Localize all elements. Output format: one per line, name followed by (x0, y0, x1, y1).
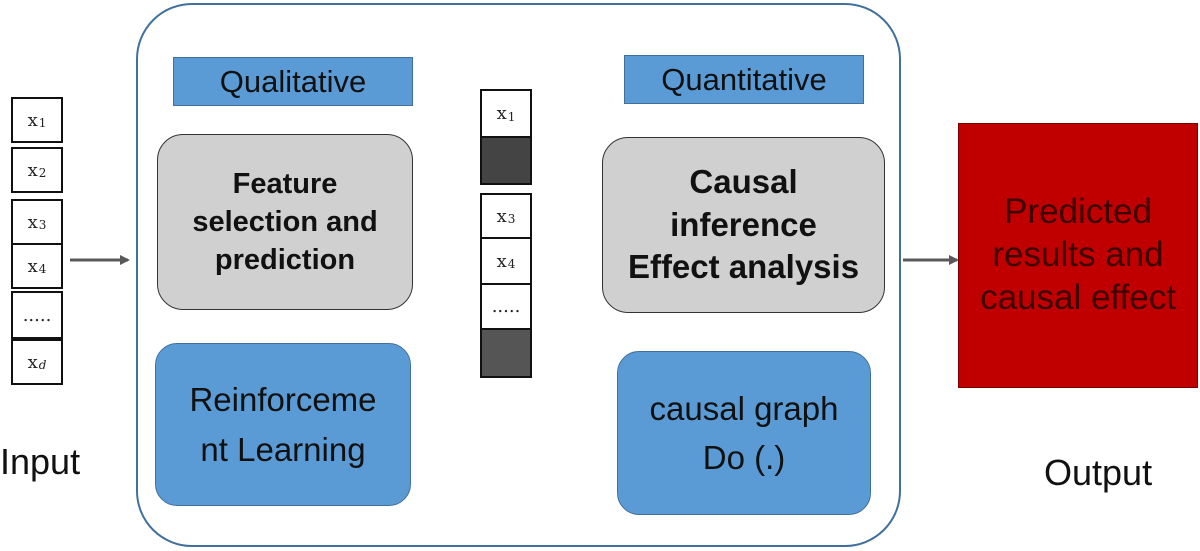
selected-feature-cell: ..... (480, 283, 532, 330)
causal-inference-box: Causal inference Effect analysis (602, 137, 885, 313)
masked-feature-cell (480, 136, 532, 185)
causal-graph-box: causal graph Do (.) (617, 351, 871, 515)
reinforcement-learning-box: Reinforceme nt Learning (155, 343, 411, 506)
output-result-box: Predicted results and causal effect (958, 123, 1198, 388)
output-label: Output (1044, 452, 1153, 493)
input-label: Input (0, 441, 81, 482)
feature-selection-box: Feature selection and prediction (157, 134, 413, 310)
quantitative-header: Quantitative (624, 55, 864, 104)
qualitative-header: Qualitative (173, 57, 413, 106)
masked-feature-cell (480, 328, 532, 378)
input-feature-cell: ..... (11, 291, 63, 339)
